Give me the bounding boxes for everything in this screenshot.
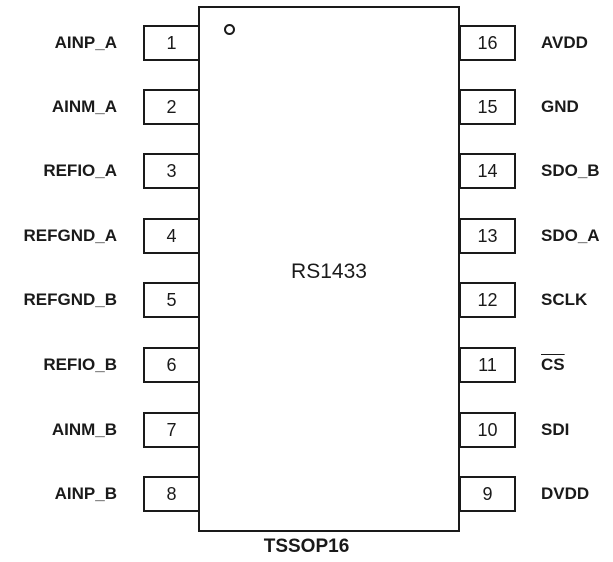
pin1-indicator-icon	[224, 24, 235, 35]
pin-box: 10	[459, 412, 516, 448]
pin-label: REFIO_B	[43, 355, 117, 374]
pin-box: 6	[143, 347, 200, 383]
pin-label: REFGND_B	[23, 290, 117, 309]
pin-label: SCLK	[541, 290, 588, 309]
pin-label: SDI	[541, 420, 570, 439]
pin-box: 8	[143, 476, 200, 512]
pin-label: SDO_B	[541, 161, 600, 180]
pin-label: GND	[541, 97, 579, 116]
pin-box: 2	[143, 89, 200, 125]
package-label: TSSOP16	[263, 536, 350, 557]
pin-box: 7	[143, 412, 200, 448]
pin-label: AINM_A	[51, 97, 117, 116]
pin-label: CS	[541, 355, 565, 374]
pin-box: 16	[459, 25, 516, 61]
pin-label: AVDD	[541, 33, 588, 52]
pin-label: DVDD	[541, 484, 590, 503]
chip-body: RS1433	[198, 6, 460, 532]
pin-box: 11	[459, 347, 516, 383]
pin-box: 13	[459, 218, 516, 254]
pin-label: REFGND_A	[23, 226, 117, 245]
pin-box: 3	[143, 153, 200, 189]
pin-label: AINP_A	[54, 33, 117, 52]
pin-box: 5	[143, 282, 200, 318]
pin-label: REFIO_A	[43, 161, 117, 180]
pin-label-active-low: CS	[541, 347, 565, 383]
pin-box: 1	[143, 25, 200, 61]
pin-label: SDO_A	[541, 226, 600, 245]
chip-name: RS1433	[291, 260, 367, 283]
pin-box: 9	[459, 476, 516, 512]
pin-label: AINM_B	[51, 420, 117, 439]
pin-box: 4	[143, 218, 200, 254]
pin-box: 14	[459, 153, 516, 189]
pin-label: AINP_B	[54, 484, 117, 503]
pin-box: 12	[459, 282, 516, 318]
pin-box: 15	[459, 89, 516, 125]
